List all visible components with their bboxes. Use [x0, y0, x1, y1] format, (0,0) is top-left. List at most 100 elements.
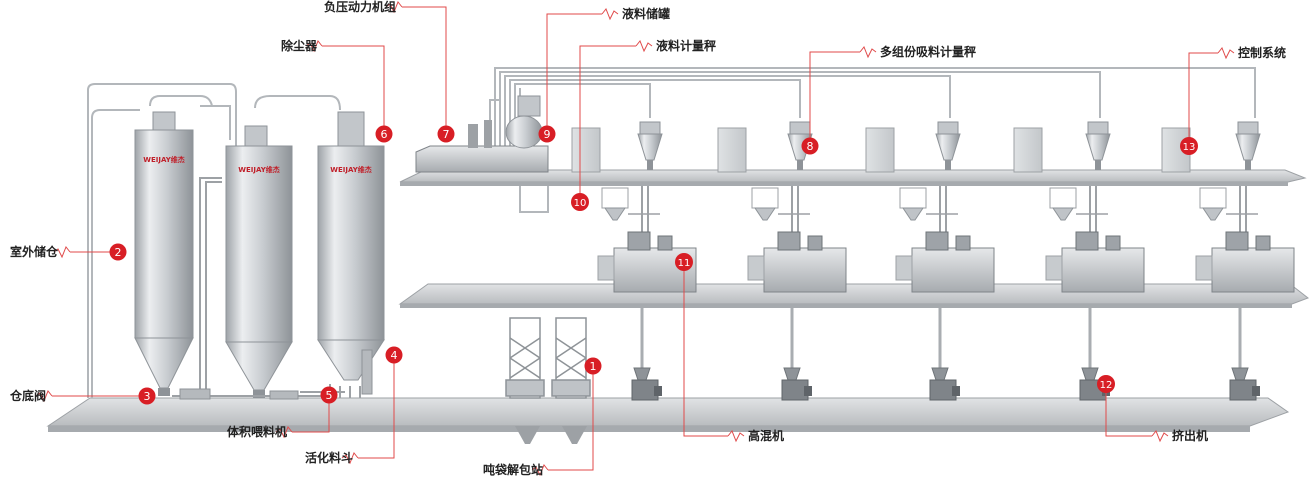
leader-13 [1188, 52, 1218, 146]
dosing-hopper-2 [754, 207, 776, 221]
mixer-tank-a-3 [925, 231, 949, 251]
label-volumetric-feeder: 体积喂料机 [227, 424, 287, 439]
svg-text:11: 11 [678, 258, 691, 269]
extruder-hopper-4 [1081, 367, 1099, 381]
scale-outlet-3 [945, 160, 951, 170]
outdoor-silos: WEIJAY维杰 WEIJAY维杰 WEIJAY维杰 [134, 111, 385, 400]
marker-5: 5 [320, 386, 338, 404]
scale-body-3 [935, 133, 961, 161]
svg-text:6: 6 [381, 128, 388, 141]
silo-brand-2: WEIJAY维杰 [238, 165, 280, 174]
silo-brand-1: WEIJAY维杰 [143, 155, 185, 164]
leader-6 [322, 45, 385, 134]
marker-2: 2 [109, 243, 127, 261]
production-lines [597, 121, 1295, 401]
svg-text:3: 3 [144, 390, 151, 403]
mixer-motor-4 [1045, 255, 1063, 281]
svg-text:10: 10 [574, 198, 587, 209]
leader-5 [292, 395, 330, 433]
marker-3: 3 [138, 387, 156, 405]
marker-4: 4 [385, 346, 403, 364]
markers: 1 2 3 4 5 6 7 8 9 10 11 12 13 [109, 125, 1198, 405]
silo-1: WEIJAY维杰 [134, 111, 194, 396]
leader-12 [1105, 384, 1152, 437]
scale-outlet-4 [1095, 160, 1101, 170]
extruder-hopper-3 [931, 367, 949, 381]
label-liquid-tank: 液料储罐 [622, 6, 670, 21]
scale-head-2 [789, 121, 811, 135]
mixer-body-2 [763, 247, 847, 293]
mixer-tank-b-3 [955, 235, 971, 251]
dosing-frame-4 [1049, 187, 1077, 209]
mixer-tank-a-5 [1225, 231, 1249, 251]
mixer-body-5 [1211, 247, 1295, 293]
dosing-frame-1 [601, 187, 629, 209]
silo-2: WEIJAY维杰 [225, 125, 293, 398]
leader-7 [402, 6, 447, 134]
label-vacuum-power-unit: 负压动力机组 [324, 0, 396, 14]
scale-body-1 [637, 133, 663, 161]
scale-body-4 [1085, 133, 1111, 161]
scale-body-5 [1235, 133, 1261, 161]
mixer-motor-5 [1195, 255, 1213, 281]
top-platform [399, 169, 1307, 186]
svg-text:2: 2 [115, 246, 122, 259]
mixer-body-3 [911, 247, 995, 293]
svg-text:13: 13 [1183, 142, 1196, 153]
bulk-bag-stations [505, 317, 591, 399]
liquid-tank [505, 95, 543, 149]
marker-11: 11 [675, 253, 693, 271]
svg-text:1: 1 [590, 360, 597, 373]
marker-13: 13 [1180, 137, 1198, 155]
marker-12: 12 [1097, 375, 1115, 393]
extruder-hopper-1 [633, 367, 651, 381]
middle-platform [398, 283, 1310, 308]
marker-6: 6 [375, 125, 393, 143]
dosing-frame-2 [751, 187, 779, 209]
mixer-motor-3 [895, 255, 913, 281]
label-activated-hopper: 活化料斗 [305, 450, 353, 465]
svg-text:9: 9 [544, 128, 551, 141]
dosing-hopper-3 [902, 207, 924, 221]
dosing-hopper-4 [1052, 207, 1074, 221]
extruder-die-1 [654, 386, 662, 396]
label-bulk-bag-station: 吨袋解包站 [483, 462, 543, 476]
svg-text:12: 12 [1100, 380, 1113, 391]
mixer-tank-a-4 [1075, 231, 1099, 251]
label-extruder: 挤出机 [1172, 428, 1208, 443]
leader-9 [546, 13, 602, 134]
scale-head-4 [1087, 121, 1109, 135]
vacuum-power-unit [415, 120, 549, 173]
label-dust-collector: 除尘器 [281, 38, 318, 53]
svg-text:7: 7 [443, 128, 450, 141]
silo-brand-3: WEIJAY维杰 [330, 165, 372, 174]
dosing-hopper-5 [1202, 207, 1224, 221]
mixer-tank-b-1 [657, 235, 673, 251]
extruder-hopper-2 [783, 367, 801, 381]
marker-7: 7 [437, 125, 455, 143]
leader-11 [683, 262, 728, 437]
dosing-frame-5 [1199, 187, 1227, 209]
label-liquid-scale: 液料计量秤 [656, 38, 716, 53]
scale-outlet-5 [1245, 160, 1251, 170]
mixer-motor-2 [747, 255, 765, 281]
label-high-speed-mixer: 高混机 [748, 428, 784, 443]
extruder-die-5 [1252, 386, 1260, 396]
label-silo-valve: 仓底阀 [9, 388, 46, 403]
leader-10 [579, 45, 636, 202]
top-deck-equipment [415, 95, 1191, 173]
scale-head-3 [937, 121, 959, 135]
scale-outlet-1 [647, 160, 653, 170]
label-multi-component-scale: 多组份吸料计量秤 [880, 44, 976, 59]
mixer-body-4 [1061, 247, 1145, 293]
extruder-hopper-5 [1231, 367, 1249, 381]
label-outdoor-silo: 室外储仓 [10, 244, 59, 259]
mixer-tank-b-2 [807, 235, 823, 251]
mixer-tank-b-5 [1255, 235, 1271, 251]
leader-4 [358, 355, 395, 459]
mixer-tank-a-2 [777, 231, 801, 251]
scale-head-1 [639, 121, 661, 135]
scale-outlet-2 [797, 160, 803, 170]
extruder-die-3 [952, 386, 960, 396]
